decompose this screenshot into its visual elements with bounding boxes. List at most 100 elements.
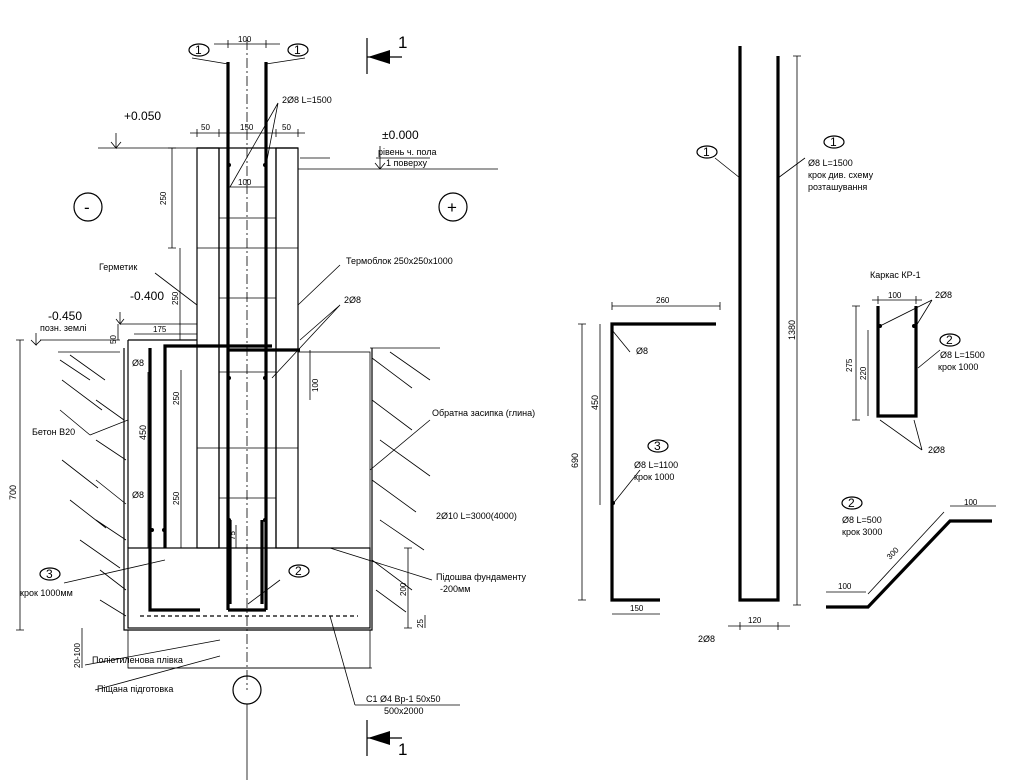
kr1-spec-2: крок 1000	[938, 362, 978, 372]
bar-d8-a: Ø8	[132, 358, 144, 368]
footing-label-2: -200мм	[440, 584, 470, 594]
dim-250-c: 250	[172, 391, 181, 405]
soil-hatch-right	[370, 347, 440, 613]
bar2-spec-2: крок 3000	[842, 527, 882, 537]
pos2-mark: 2	[295, 564, 302, 578]
plus-circle	[438, 192, 468, 222]
thermoblock-label: Термоблок 250х250х1000	[346, 256, 453, 266]
detail-bar-1: 1 1 Ø8 L=1500 крок див. схему розташуван…	[696, 46, 874, 644]
bar3-dim-260: 260	[656, 296, 670, 305]
dim-50-left: 50	[201, 123, 210, 132]
thermoblock-right	[275, 147, 299, 549]
rebar-pos2	[228, 520, 264, 604]
level-minus-0450: -0.450	[48, 309, 82, 323]
bar3-spec-2: крок 1000	[634, 472, 674, 482]
dim-250-a: 250	[159, 191, 168, 205]
poly-film-label: Поліетиленова плівка	[92, 655, 183, 665]
level-plus-0050: +0.050	[124, 109, 161, 123]
mesh-label-2: 500х2000	[384, 706, 424, 716]
pos3-mark: 3	[46, 567, 53, 581]
bar2-spec-1: Ø8 L=500	[842, 515, 882, 525]
dim-200: 200	[399, 582, 408, 596]
dim-250-b: 250	[171, 291, 180, 305]
detail-bar-2: 2 100 Ø8 L=500 крок 3000 300 100	[826, 496, 996, 609]
floor-note-2: 1 поверху	[386, 158, 427, 168]
dim-50-v: 50	[109, 335, 118, 344]
dim-175: 175	[153, 325, 167, 334]
soil-hatch-left	[58, 351, 127, 617]
rebar-top-label: 2Ø8 L=1500	[282, 95, 332, 105]
rebar-2d10-label: 2Ø10 L=3000(4000)	[436, 511, 517, 521]
rebar-dots	[150, 163, 267, 532]
bar3-dim-450: 450	[590, 395, 600, 410]
bar3-mark: 3	[654, 439, 661, 453]
kr1-dim-275: 275	[845, 358, 854, 372]
bar3-d8: Ø8	[636, 346, 648, 356]
dim-450: 450	[138, 425, 148, 440]
dim-150: 150	[240, 123, 254, 132]
kr1-dim-220: 220	[859, 366, 868, 380]
plus-sign: +	[447, 198, 457, 217]
bar2-dim-100-top: 100	[964, 498, 978, 507]
ground-mark-label: позн. землі	[40, 323, 86, 333]
footing	[127, 547, 371, 629]
pos1-bubble-right	[287, 43, 309, 57]
detail-kr1: Каркас КР-1 2 100 2Ø8 275 220 Ø8 L=1500 …	[845, 270, 985, 455]
dim-50-right: 50	[282, 123, 291, 132]
pos1-mark-right: 1	[294, 43, 301, 57]
minus-circle	[73, 192, 103, 222]
dim-75: 75	[228, 531, 237, 540]
bar1-mark-a: 1	[703, 145, 710, 159]
bar2-dim-100-bottom: 100	[838, 582, 852, 591]
kr1-spec-1: Ø8 L=1500	[940, 350, 985, 360]
bar1-mark-b: 1	[830, 135, 837, 149]
bar-d8-b: Ø8	[132, 490, 144, 500]
excavation-outline	[123, 348, 373, 631]
bar1-spec-1: Ø8 L=1500	[808, 158, 853, 168]
footing-label-1: Підошва фундаменту	[436, 572, 527, 582]
kr1-mark: 2	[946, 333, 953, 347]
concrete-label: Бетон В20	[32, 427, 75, 437]
pos1-mark-left: 1	[195, 43, 202, 57]
pos1-bubble-left	[188, 43, 210, 57]
kr1-dim-100: 100	[888, 291, 902, 300]
floor-note-1: рівень ч. пола	[378, 147, 436, 157]
backfill-area	[297, 351, 371, 549]
dim-top-100: 100	[238, 35, 252, 44]
pos2-bubble	[288, 564, 310, 578]
sand-bed-label: Піщана підготовка	[97, 684, 173, 694]
dim-250-d: 250	[172, 491, 181, 505]
dim-700: 700	[8, 485, 18, 500]
thermoblock-left	[196, 147, 220, 549]
bar1-dim-1380: 1380	[787, 320, 797, 340]
step-1000-label: крок 1000мм	[20, 588, 73, 598]
pos3-bubble	[39, 567, 61, 581]
rebar-pos3	[148, 344, 272, 612]
backfill-label: Обратна засипка (глина)	[432, 408, 535, 418]
dim-100-v: 100	[311, 378, 320, 392]
bar1-spec-2: крок див. схему	[808, 170, 874, 180]
kr1-rebar-top: 2Ø8	[935, 290, 952, 300]
level-minus-0400: -0.400	[130, 289, 164, 303]
bar3-spec-1: Ø8 L=1100	[634, 460, 678, 470]
sealant-label: Герметик	[99, 262, 137, 272]
bar3-dim-690: 690	[570, 453, 580, 468]
minus-sign: -	[84, 198, 90, 217]
section-mark-bottom: 1	[398, 740, 407, 759]
detail-bar-3: 3 260 Ø8 450 690 Ø8 L=1100 крок 1000 150	[570, 296, 721, 615]
bar1-rebar-2d8: 2Ø8	[698, 634, 715, 644]
dim-100-inner: 100	[238, 178, 252, 187]
bar3-dim-150: 150	[630, 604, 644, 613]
bar1-spec-3: розташування	[808, 182, 867, 192]
bar2-dim-300: 300	[885, 545, 901, 561]
section-mark-top: 1	[398, 33, 407, 52]
bar2-mark: 2	[848, 496, 855, 510]
rebar-2d8-label: 2Ø8	[344, 295, 361, 305]
level-zero: ±0.000	[382, 128, 419, 142]
kr1-title: Каркас КР-1	[870, 270, 921, 280]
section-view: 1 1 2 3 1 1 - + 100 2Ø8 L=1500 +0.050 50…	[8, 33, 535, 780]
dim-25: 25	[416, 619, 425, 628]
bar1-dim-120: 120	[748, 616, 762, 625]
dim-20-100: 20-100	[73, 643, 82, 668]
